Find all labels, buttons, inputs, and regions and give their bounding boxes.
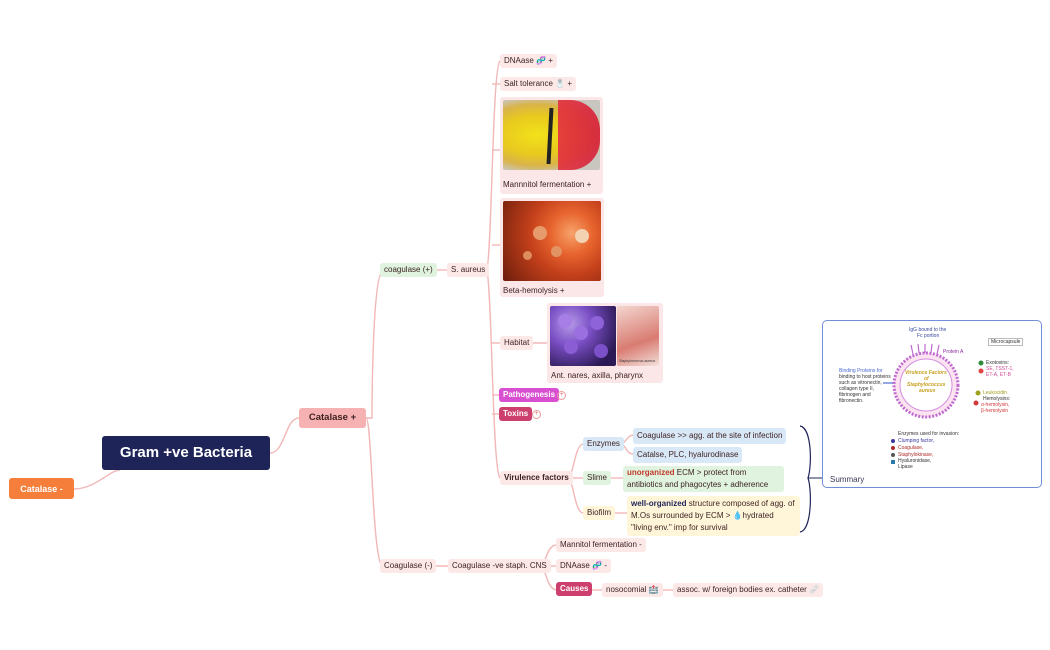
enzyme-staphylokinase: Staphylokinase, <box>898 452 934 458</box>
mannitol-negative-node[interactable]: Mannitol fermentation - <box>556 538 646 552</box>
coagulase-negative-node[interactable]: Coagulase (-) <box>380 559 437 573</box>
catalase-positive-node[interactable]: Catalase + <box>299 408 366 428</box>
hemolysis-plate-image <box>503 201 601 281</box>
mannitol-agar-image <box>503 100 600 170</box>
microcapsule-label: Microcapsule <box>988 338 1024 346</box>
dnaase-positive-node[interactable]: DNAase 🧬 + <box>500 54 557 68</box>
foreign-bodies-node[interactable]: assoc. w/ foreign bodies ex. catheter 🩹 <box>673 583 824 597</box>
expand-pathogenesis-icon[interactable]: + <box>557 391 566 400</box>
center-title-4: aureus <box>919 388 936 394</box>
beta-hemolysis-label: Beta-hemolysis + <box>503 286 565 295</box>
habitat-node[interactable]: Habitat <box>500 336 534 350</box>
habitat-card[interactable]: Staphylococcus aureus Ant. nares, axilla… <box>547 303 663 383</box>
mannitol-card[interactable]: Mannnitol fermentation + <box>500 97 603 194</box>
igg-label: IgG bound to the <box>909 327 947 333</box>
biofilm-node[interactable]: Biofilm <box>583 506 616 520</box>
enzymes-invasion-label: Enzymes used for invasion: <box>898 431 960 437</box>
salt-tolerance-node[interactable]: Salt tolerance 🧂 + <box>500 77 576 91</box>
slime-description[interactable]: unorganized ECM > protect from antibioti… <box>623 466 784 492</box>
center-title-3: Staphylococcus <box>907 382 946 388</box>
s-aureus-node[interactable]: S. aureus <box>447 263 490 277</box>
hemolysin-beta: β-hemolysin <box>981 408 1009 414</box>
leukocidin-label: Leukocidin <box>983 390 1007 396</box>
staph-micrograph-image <box>550 306 616 366</box>
mannitol-label: Mannnitol fermentation + <box>503 180 592 189</box>
summary-image[interactable]: IgG bound to the Fc portion Microcapsule… <box>822 320 1042 488</box>
dnaase-negative-node[interactable]: DNAase 🧬 - <box>556 559 611 573</box>
beta-hemolysis-card[interactable]: Beta-hemolysis + <box>500 198 604 297</box>
enzyme-lipase: Lipase <box>898 464 913 470</box>
exotoxins-label: Exotoxins: <box>986 360 1010 366</box>
virulence-factors-node[interactable]: Virulence factors <box>500 471 573 485</box>
center-title-2: of <box>924 376 929 382</box>
slime-node[interactable]: Slime <box>583 471 612 485</box>
enzyme-catalase-node[interactable]: Catalse, PLC, hyalurodinase <box>633 447 743 463</box>
binding-text-2: binding to host proteins <box>839 374 891 380</box>
fc-label: Fc portion <box>917 333 940 339</box>
hemolysins-label: Hemolysins: <box>983 396 1011 402</box>
enzyme-coagulase-node[interactable]: Coagulase >> agg. at the site of infecti… <box>633 428 787 444</box>
binding-text-4: collagen type II, <box>839 386 875 392</box>
nasal-anatomy-image: Staphylococcus aureus <box>617 306 659 366</box>
protein-a-label: Protein A <box>943 349 964 355</box>
root-node[interactable]: Gram +ve Bacteria <box>102 436 270 470</box>
enzyme-clumping: Clumping factor, <box>898 438 935 444</box>
binding-text-5: fibrinogen and <box>839 392 871 398</box>
enzyme-coagulase: Coagulase, <box>898 445 924 451</box>
expand-toxins-icon[interactable]: + <box>532 410 541 419</box>
enzyme-hyaluronidase: Hyaluronidase, <box>898 458 932 464</box>
center-title-1: Virulence Factors <box>905 370 947 376</box>
toxins-node[interactable]: Toxins <box>499 407 533 421</box>
habitat-description: Ant. nares, axilla, pharynx <box>551 371 644 380</box>
enzymes-node[interactable]: Enzymes <box>583 437 624 451</box>
binding-text-3: such as vitronectin, <box>839 380 882 386</box>
pathogenesis-node[interactable]: Pathogenesis <box>499 388 560 402</box>
summary-label[interactable]: Summary <box>830 475 865 484</box>
binding-proteins-label: Binding Proteins for <box>839 368 883 374</box>
exotoxins-list-1: SE, TSST-1, <box>986 366 1014 372</box>
binding-text-6: fibronectin. <box>839 398 864 404</box>
hemolysin-alpha: α-hemolysin, <box>981 402 1010 408</box>
coagulase-positive-node[interactable]: coagulase (+) <box>380 263 437 277</box>
catalase-negative-node[interactable]: Catalase - <box>9 478 74 499</box>
exotoxins-list-2: ET-A, ET-B <box>986 372 1012 378</box>
virulence-diagram-graphic <box>883 343 984 464</box>
biofilm-description[interactable]: well-organized structure composed of agg… <box>627 496 800 536</box>
cns-node[interactable]: Coagulase -ve staph. CNS <box>448 559 551 573</box>
causes-node[interactable]: Causes <box>556 582 593 596</box>
nosocomial-node[interactable]: nosocomial 🏥 <box>602 583 663 597</box>
